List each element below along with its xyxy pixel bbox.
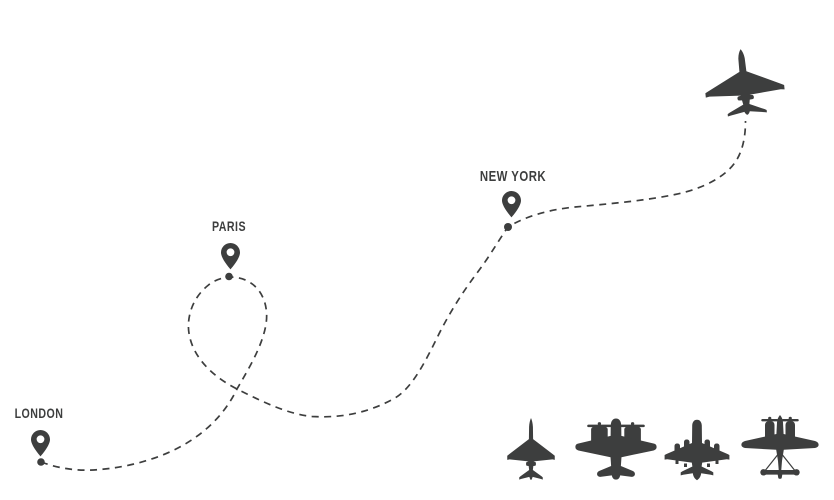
london-waypoint-dot	[37, 458, 45, 466]
london-map-pin-icon	[30, 430, 50, 457]
swept-wing-jet-icon	[507, 418, 555, 480]
new-york-map-pin-icon	[501, 191, 521, 218]
london-label: LONDON	[14, 405, 64, 421]
twin-prop-airliner-icon	[575, 418, 657, 480]
paris-map-pin-icon	[220, 243, 240, 270]
paris-waypoint-dot	[225, 272, 233, 281]
flying-airplane-icon	[705, 49, 785, 117]
paris-label: PARIS	[211, 218, 247, 234]
new-york-waypoint-dot	[504, 223, 512, 231]
four-engine-jet-icon	[664, 419, 730, 481]
flight-path-dashed-line	[40, 120, 747, 472]
new-york-label: NEW YORK	[479, 168, 547, 185]
twin-tail-bomber-icon	[741, 415, 819, 479]
